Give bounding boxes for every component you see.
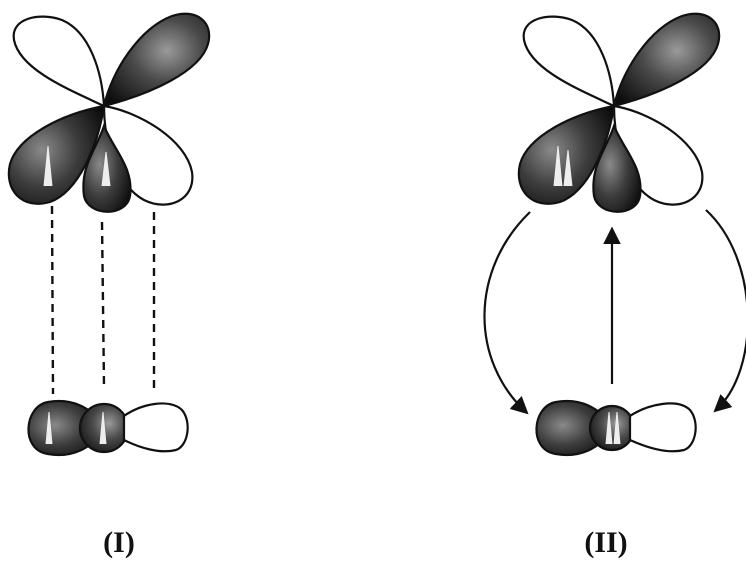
p-lobe-left [535,400,614,456]
curved-arrow [483,211,531,415]
electron-arrow-icon [613,411,621,445]
panel-I [7,12,211,456]
panel-label-I: (I) [103,526,135,559]
d-lobe-upper-left [12,15,106,108]
d-lobe-bottom [592,122,642,213]
electron-arrow-icon [605,411,613,445]
electron-arrow-icon [553,145,563,187]
curved-arrow [705,209,746,413]
electron-arrow-icon [99,411,107,445]
dashed-overlap-lines [50,205,156,395]
d-lobe-lower-left [7,104,106,205]
d-orbital-I [7,12,211,213]
donation-arrows [483,209,746,415]
panel-label-II: (II) [584,526,628,559]
dashed-line [50,205,55,395]
p-orbital-II [535,400,697,456]
electron-arrow-icon [43,145,53,187]
dashed-line [100,221,106,387]
electron-arrow-icon [563,149,573,187]
p-lobe-right [628,402,697,453]
d-orbital-II [517,12,721,213]
d-lobe-lower-left [517,104,616,205]
d-lobe-upper-right [102,12,211,108]
p-lobe-right [122,402,189,453]
p-orbital-I [27,400,189,456]
d-lobe-upper-right [612,12,721,108]
electron-arrow-icon [101,151,111,187]
d-lobe-upper-left [522,15,616,108]
panel-II [483,12,746,456]
electron-arrow-icon [45,411,53,445]
